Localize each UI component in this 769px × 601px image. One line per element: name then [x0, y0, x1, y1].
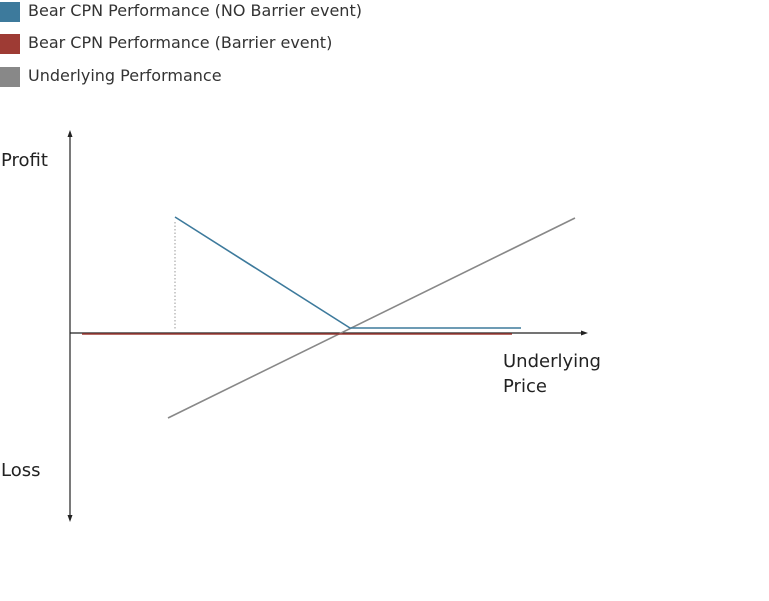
x-axis-label-line1: Underlying [503, 351, 601, 372]
legend-swatch-barrier [0, 34, 20, 54]
bear-cpn-no-barrier-event-line [174, 216, 521, 329]
legend-item-underlying: Underlying Performance [0, 65, 420, 87]
x-axis-label-line2: Price [503, 376, 547, 397]
legend-item-no-barrier: Bear CPN Performance (NO Barrier event) [0, 0, 420, 22]
legend-swatch-no-barrier [0, 2, 20, 22]
legend-label-barrier: Bear CPN Performance (Barrier event) [28, 33, 333, 52]
legend-label-no-barrier: Bear CPN Performance (NO Barrier event) [28, 1, 362, 20]
y-axis-arrow-down [67, 515, 73, 522]
y-axis-profit-label: Profit [1, 150, 48, 171]
y-axis-loss-label: Loss [1, 460, 41, 481]
legend-swatch-underlying [0, 67, 20, 87]
x-axis-arrow [581, 330, 588, 336]
legend-label-underlying: Underlying Performance [28, 66, 222, 85]
y-axis-arrow-up [67, 130, 73, 137]
legend-item-barrier: Bear CPN Performance (Barrier event) [0, 32, 420, 54]
underlying-performance-line [167, 217, 576, 419]
